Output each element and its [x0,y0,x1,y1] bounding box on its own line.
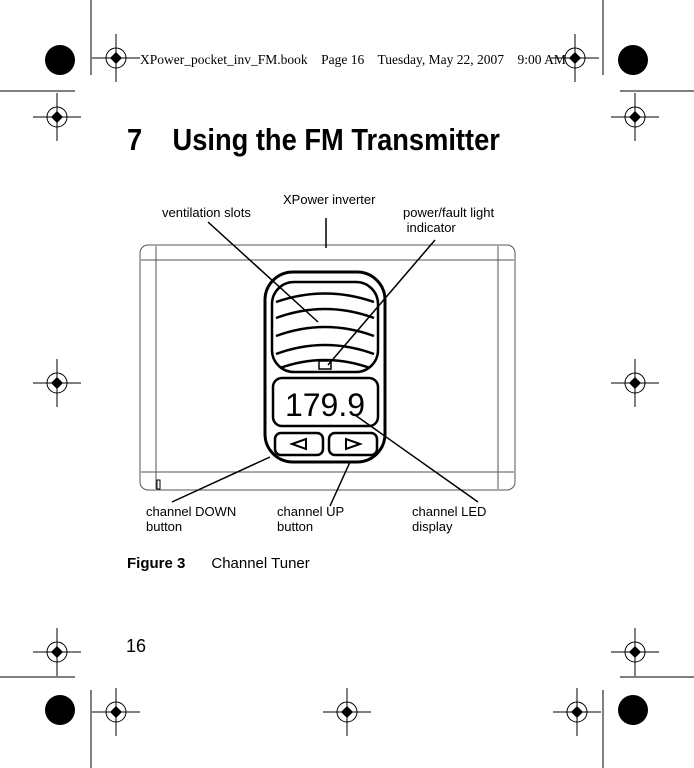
crosshair-mark [33,93,81,141]
crosshair-mark [611,359,659,407]
figure-number: Figure 3 [127,555,186,572]
led-display [271,376,380,428]
transmitter-faceplate [263,270,387,464]
crosshair-mark [33,359,81,407]
page-number: 16 [126,636,147,656]
display-value: 179.9 [285,387,365,423]
inverter-body [139,244,516,491]
leader-lines [171,218,479,507]
figure-caption: Figure 3 Channel Tuner [127,555,310,572]
crosshair-mark [92,688,140,736]
crosshair-mark [323,688,371,736]
crosshair-mark [33,628,81,676]
label-channel-led: channel LED display [412,504,487,534]
crosshair-mark [611,93,659,141]
chapter-title: 7 Using the FM Transmitter [127,122,500,157]
channel-up-button [327,431,379,457]
crosshair-mark [553,688,601,736]
channel-down-button [273,431,325,457]
label-power-fault-light: power/fault light indicator [403,205,495,235]
crosshair-mark [92,34,140,82]
left-arrow-icon [289,437,307,451]
page-header-slug: XPower_pocket_inv_FM.book Page 16 Tuesda… [140,52,566,67]
power-fault-light [318,360,332,370]
label-channel-down: channel DOWN button [146,504,237,534]
label-ventilation-slots: ventilation slots [162,205,251,220]
right-arrow-icon [345,437,363,451]
label-xpower-inverter: XPower inverter [283,192,376,207]
crosshair-mark [551,34,599,82]
ventilation-slots [270,280,380,374]
figure-caption-text: Channel Tuner [211,555,310,572]
label-channel-up: channel UP button [277,504,345,534]
crosshair-mark [611,628,659,676]
